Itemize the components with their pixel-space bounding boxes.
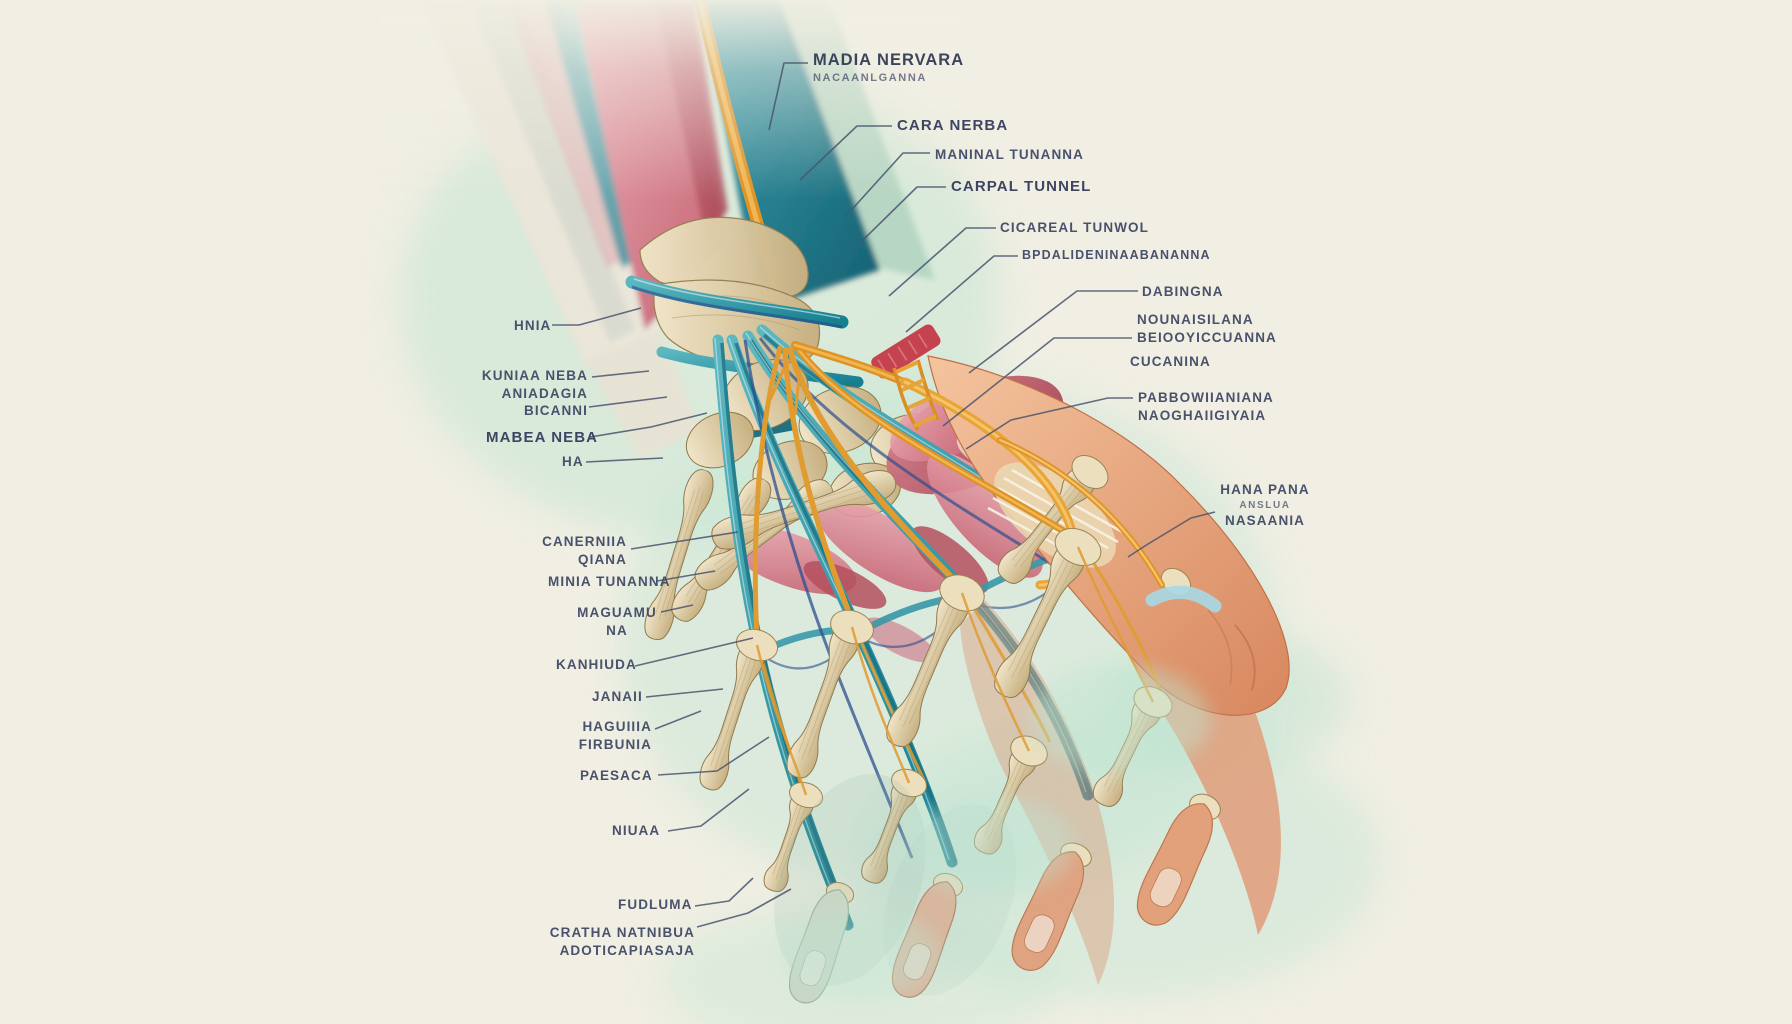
- label-dabingna: DABINGNA: [1142, 284, 1224, 299]
- label-fudluma: FUDLUMA: [618, 897, 693, 912]
- digital-nerve-lines: [755, 546, 1155, 796]
- label-minia-tunanna: MINIA TUNANNA: [548, 574, 671, 589]
- label-kuniaa-neba: KUNIAA NEBA ANIADAGIA BICANNI: [481, 368, 588, 419]
- top-fade: [380, 0, 960, 200]
- label-bpdalideninaabananna: BPDALIDENINAABANANNA: [1022, 248, 1211, 262]
- label-hnia: HNIA: [514, 318, 552, 333]
- green-washes: [780, 665, 1210, 1000]
- pronator-red-block: [871, 324, 941, 379]
- label-nounaisilana: NOUNAISILANA BEIOOYICCUANNA: [1137, 312, 1277, 345]
- label-cicareal-tunwol: CICAREAL TUNWOL: [1000, 220, 1149, 235]
- flexor-retinaculum-strap: [625, 275, 849, 329]
- label-carpal-tunnel: CARPAL TUNNEL: [951, 178, 1092, 195]
- leader-lines: [552, 62, 1216, 928]
- label-maninal-tunanna: MANINAL TUNANNA: [935, 147, 1084, 162]
- thumb-joint-cartilage: [1145, 585, 1222, 613]
- label-paesaca: PAESACA: [580, 768, 653, 783]
- label-hana-pana: HANA PANA ANSLUA NASAANIA: [1220, 482, 1310, 528]
- label-haguiiia: HAGUIIIA FIRBUNIA: [578, 719, 652, 752]
- thumb-skin-crease: [1234, 624, 1256, 691]
- label-cara-nerba: CARA NERBA: [897, 117, 1009, 134]
- label-mabea-neba: MABEA NEBA: [486, 429, 599, 446]
- label-niuaa: NIUAA: [612, 823, 661, 838]
- label-pabbowiianiana: PABBOWIIANIANA NAOGHAIIGIYAIA: [1138, 390, 1274, 423]
- label-ha: HA: [562, 454, 584, 469]
- label-janaii: JANAII: [592, 689, 643, 704]
- label-cratha-natnibua: CRATHA NATNIBUA ADOTICAPIASAJA: [549, 925, 695, 958]
- label-maguamu: MAGUAMU NA: [577, 605, 657, 638]
- palmar-vessel: [743, 339, 914, 859]
- label-canerniia: CANERNIIA QIANA: [542, 534, 627, 567]
- label-kanhiuda: KANHIUDA: [556, 657, 637, 672]
- label-cucanina: CUCANINA: [1130, 354, 1211, 369]
- label-median-nerve-main: MADIA NERVARA NACAANLGANNA: [813, 51, 965, 85]
